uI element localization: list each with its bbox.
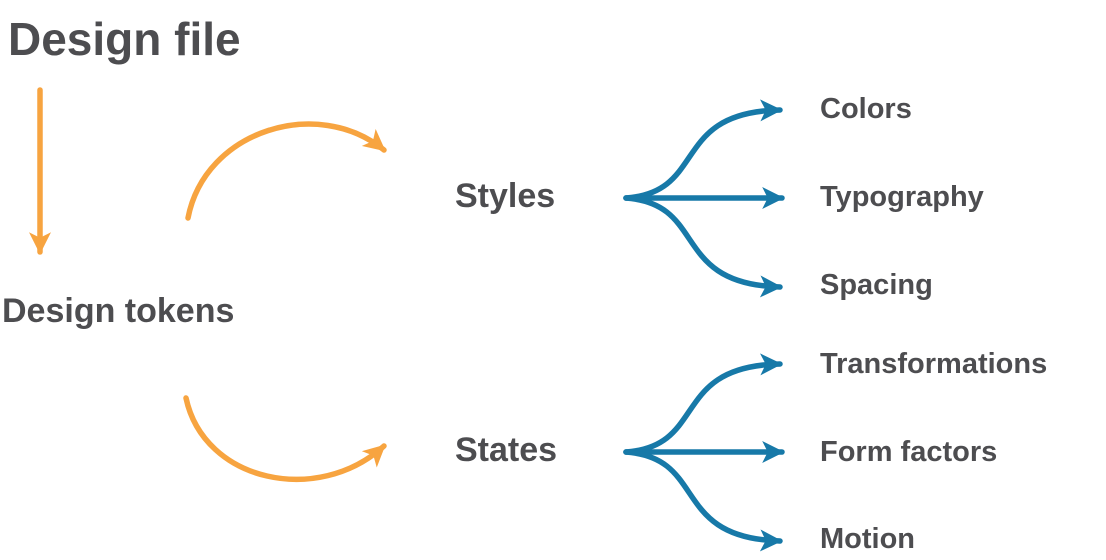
design-tokens-label: Design tokens [2, 292, 235, 330]
design-file-label: Design file [8, 13, 241, 65]
typography-label: Typography [820, 181, 984, 213]
states-to-transformations-arrow [623, 353, 783, 455]
states-label: States [455, 431, 558, 469]
tokens-to-styles-arrow [185, 121, 387, 221]
styles-to-spacing-arrow [623, 195, 783, 298]
colors-label: Colors [820, 93, 912, 125]
form-factors-label: Form factors [820, 436, 998, 468]
transformations-label: Transformations [820, 348, 1048, 380]
motion-label: Motion [820, 523, 916, 555]
spacing-label: Spacing [820, 269, 933, 301]
styles-label: Styles [455, 177, 556, 215]
tokens-to-states-arrow [183, 395, 387, 483]
states-to-motion-arrow [623, 449, 783, 552]
styles-to-colors-arrow [623, 99, 783, 201]
